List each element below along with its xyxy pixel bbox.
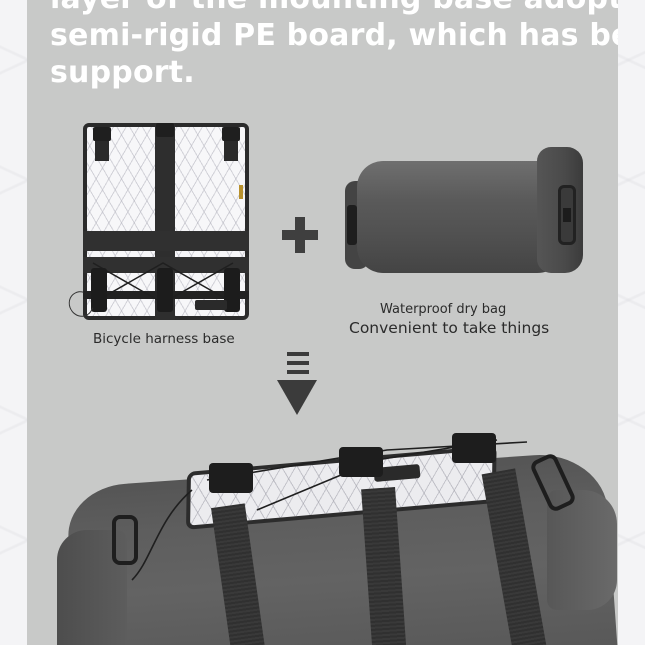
buckle-icon: [222, 127, 240, 141]
side-buckle-icon: [112, 515, 138, 565]
arrow-head: [277, 380, 317, 415]
arrow-bar: [287, 370, 309, 374]
buckle-icon: [558, 185, 576, 245]
logo-patch: [195, 300, 227, 310]
arrow-bar: [287, 361, 309, 365]
headline-line-2: semi-rigid PE board, which has better: [50, 18, 618, 53]
assembled-handlebar-bag-image: [57, 430, 618, 645]
down-arrow-icon: [277, 352, 317, 418]
buckle-icon: [339, 447, 383, 477]
buckle-icon: [93, 127, 111, 141]
clip-buckle-icon: [157, 268, 173, 312]
clip-buckle-icon: [224, 268, 240, 312]
headline-line-3: support.: [50, 55, 195, 90]
brand-tag: [239, 185, 243, 199]
harness-base-image: [64, 123, 249, 322]
dry-bag-image: [337, 145, 583, 280]
harness-webbing-band: [83, 231, 249, 251]
arrow-bar: [287, 352, 309, 356]
bag-roll-right: [547, 490, 617, 610]
harness-caption: Bicycle harness base: [93, 331, 235, 347]
product-panel: layer of the mounting base adopts semi-r…: [27, 0, 618, 645]
drybag-caption-title: Waterproof dry bag: [380, 302, 507, 317]
buckle-icon: [347, 205, 357, 245]
drybag-caption-subtitle: Convenient to take things: [349, 319, 550, 337]
headline: layer of the mounting base adopts semi-r…: [50, 0, 618, 91]
clip-buckle-icon: [91, 268, 107, 312]
dry-bag-body: [357, 161, 567, 273]
plus-icon: [282, 217, 318, 253]
buckle-icon: [209, 463, 253, 493]
buckle-icon: [156, 123, 174, 137]
buckle-icon: [452, 433, 496, 463]
headline-line-1: layer of the mounting base adopts: [50, 0, 618, 17]
